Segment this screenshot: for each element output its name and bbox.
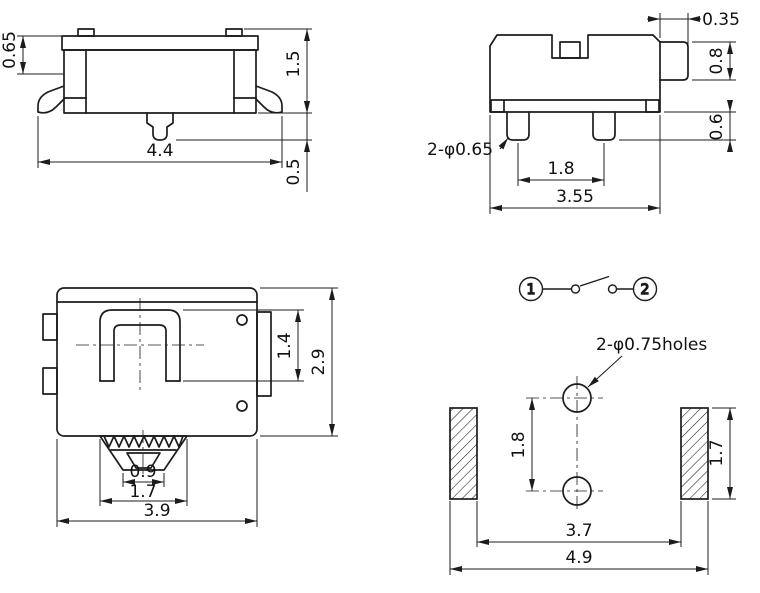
dim-front-cover: 0.65 <box>0 31 20 69</box>
cover-tab-right <box>645 99 660 113</box>
dim-top-width: 3.9 <box>143 501 170 521</box>
top-view-body <box>42 287 272 471</box>
dim-front-stem: 0.5 <box>284 158 304 185</box>
dim-land-span-outer: 4.9 <box>565 548 592 568</box>
hole-diameter-note: 2-φ0.75holes <box>596 335 707 355</box>
dim-top-spring: 1.4 <box>275 332 295 359</box>
top-view-dim-lines <box>56 287 338 527</box>
front-view-body <box>37 28 283 141</box>
pad-left <box>449 407 478 500</box>
pin-right <box>592 111 616 141</box>
dim-side-actuator: 0.8 <box>707 47 727 74</box>
dim-land-pitch: 1.8 <box>509 431 529 458</box>
cover-tab-left <box>490 99 505 113</box>
land-pattern: 2-φ0.75holes 1.8 1.7 3.7 4.9 <box>449 335 736 575</box>
dim-side-pin: 0.6 <box>707 113 727 140</box>
tab-left-top <box>42 313 58 341</box>
tab-right <box>256 311 272 397</box>
circuit-symbol: 1 2 <box>518 275 658 302</box>
switch-body-side <box>489 34 661 113</box>
boss-top <box>236 314 248 326</box>
switch-body <box>63 49 257 114</box>
top-view: 1.4 2.9 0.9 1.7 3.9 <box>42 287 338 527</box>
land-pattern-dim-lines <box>449 355 736 575</box>
side-view-dim-lines <box>489 13 736 214</box>
mount-claw-left <box>37 85 65 114</box>
land-pattern-centerlines <box>526 376 603 513</box>
contact-left <box>570 284 581 294</box>
stem-top-detail <box>559 41 581 59</box>
pad-right <box>680 407 709 500</box>
side-view: 0.35 0.8 0.6 2-φ0.65 1.8 3.55 <box>427 10 740 214</box>
stem-tip <box>126 452 161 469</box>
top-view-centerlines <box>76 298 204 478</box>
pin-diameter-note: 2-φ0.65 <box>427 140 493 160</box>
side-actuator <box>659 41 689 81</box>
cover-nub-left <box>77 28 95 37</box>
stem-outer <box>99 435 188 471</box>
dim-front-width: 4.4 <box>146 141 173 161</box>
pin-left <box>506 111 530 141</box>
terminal-1-label: 1 <box>527 282 536 298</box>
mount-claw-right <box>255 85 283 114</box>
dim-side-width: 3.55 <box>556 187 594 207</box>
dim-top-depth: 2.9 <box>309 348 329 375</box>
dim-side-pitch: 1.8 <box>547 159 574 179</box>
front-view-dim-lines <box>17 28 312 192</box>
dim-top-tip: 0.9 <box>129 462 156 482</box>
cover-nub-right <box>225 28 243 37</box>
switch-lever <box>579 275 610 287</box>
dim-land-span-inner: 3.7 <box>565 521 592 541</box>
cover-plate <box>61 35 259 51</box>
bottom-stem <box>146 112 174 141</box>
boss-bottom <box>236 400 248 412</box>
side-view-body <box>489 34 689 141</box>
dim-land-pad-height: 1.7 <box>707 439 727 466</box>
dim-top-stem: 1.7 <box>129 482 156 502</box>
front-view: 0.65 1.5 4.4 0.5 <box>0 28 312 192</box>
terminal-2-label: 2 <box>641 282 650 298</box>
stem-serration <box>103 435 184 448</box>
contact-right <box>607 284 618 294</box>
dim-front-height: 1.5 <box>284 50 304 77</box>
dim-side-tip: 0.35 <box>702 10 740 30</box>
tab-left-bottom <box>42 367 58 395</box>
